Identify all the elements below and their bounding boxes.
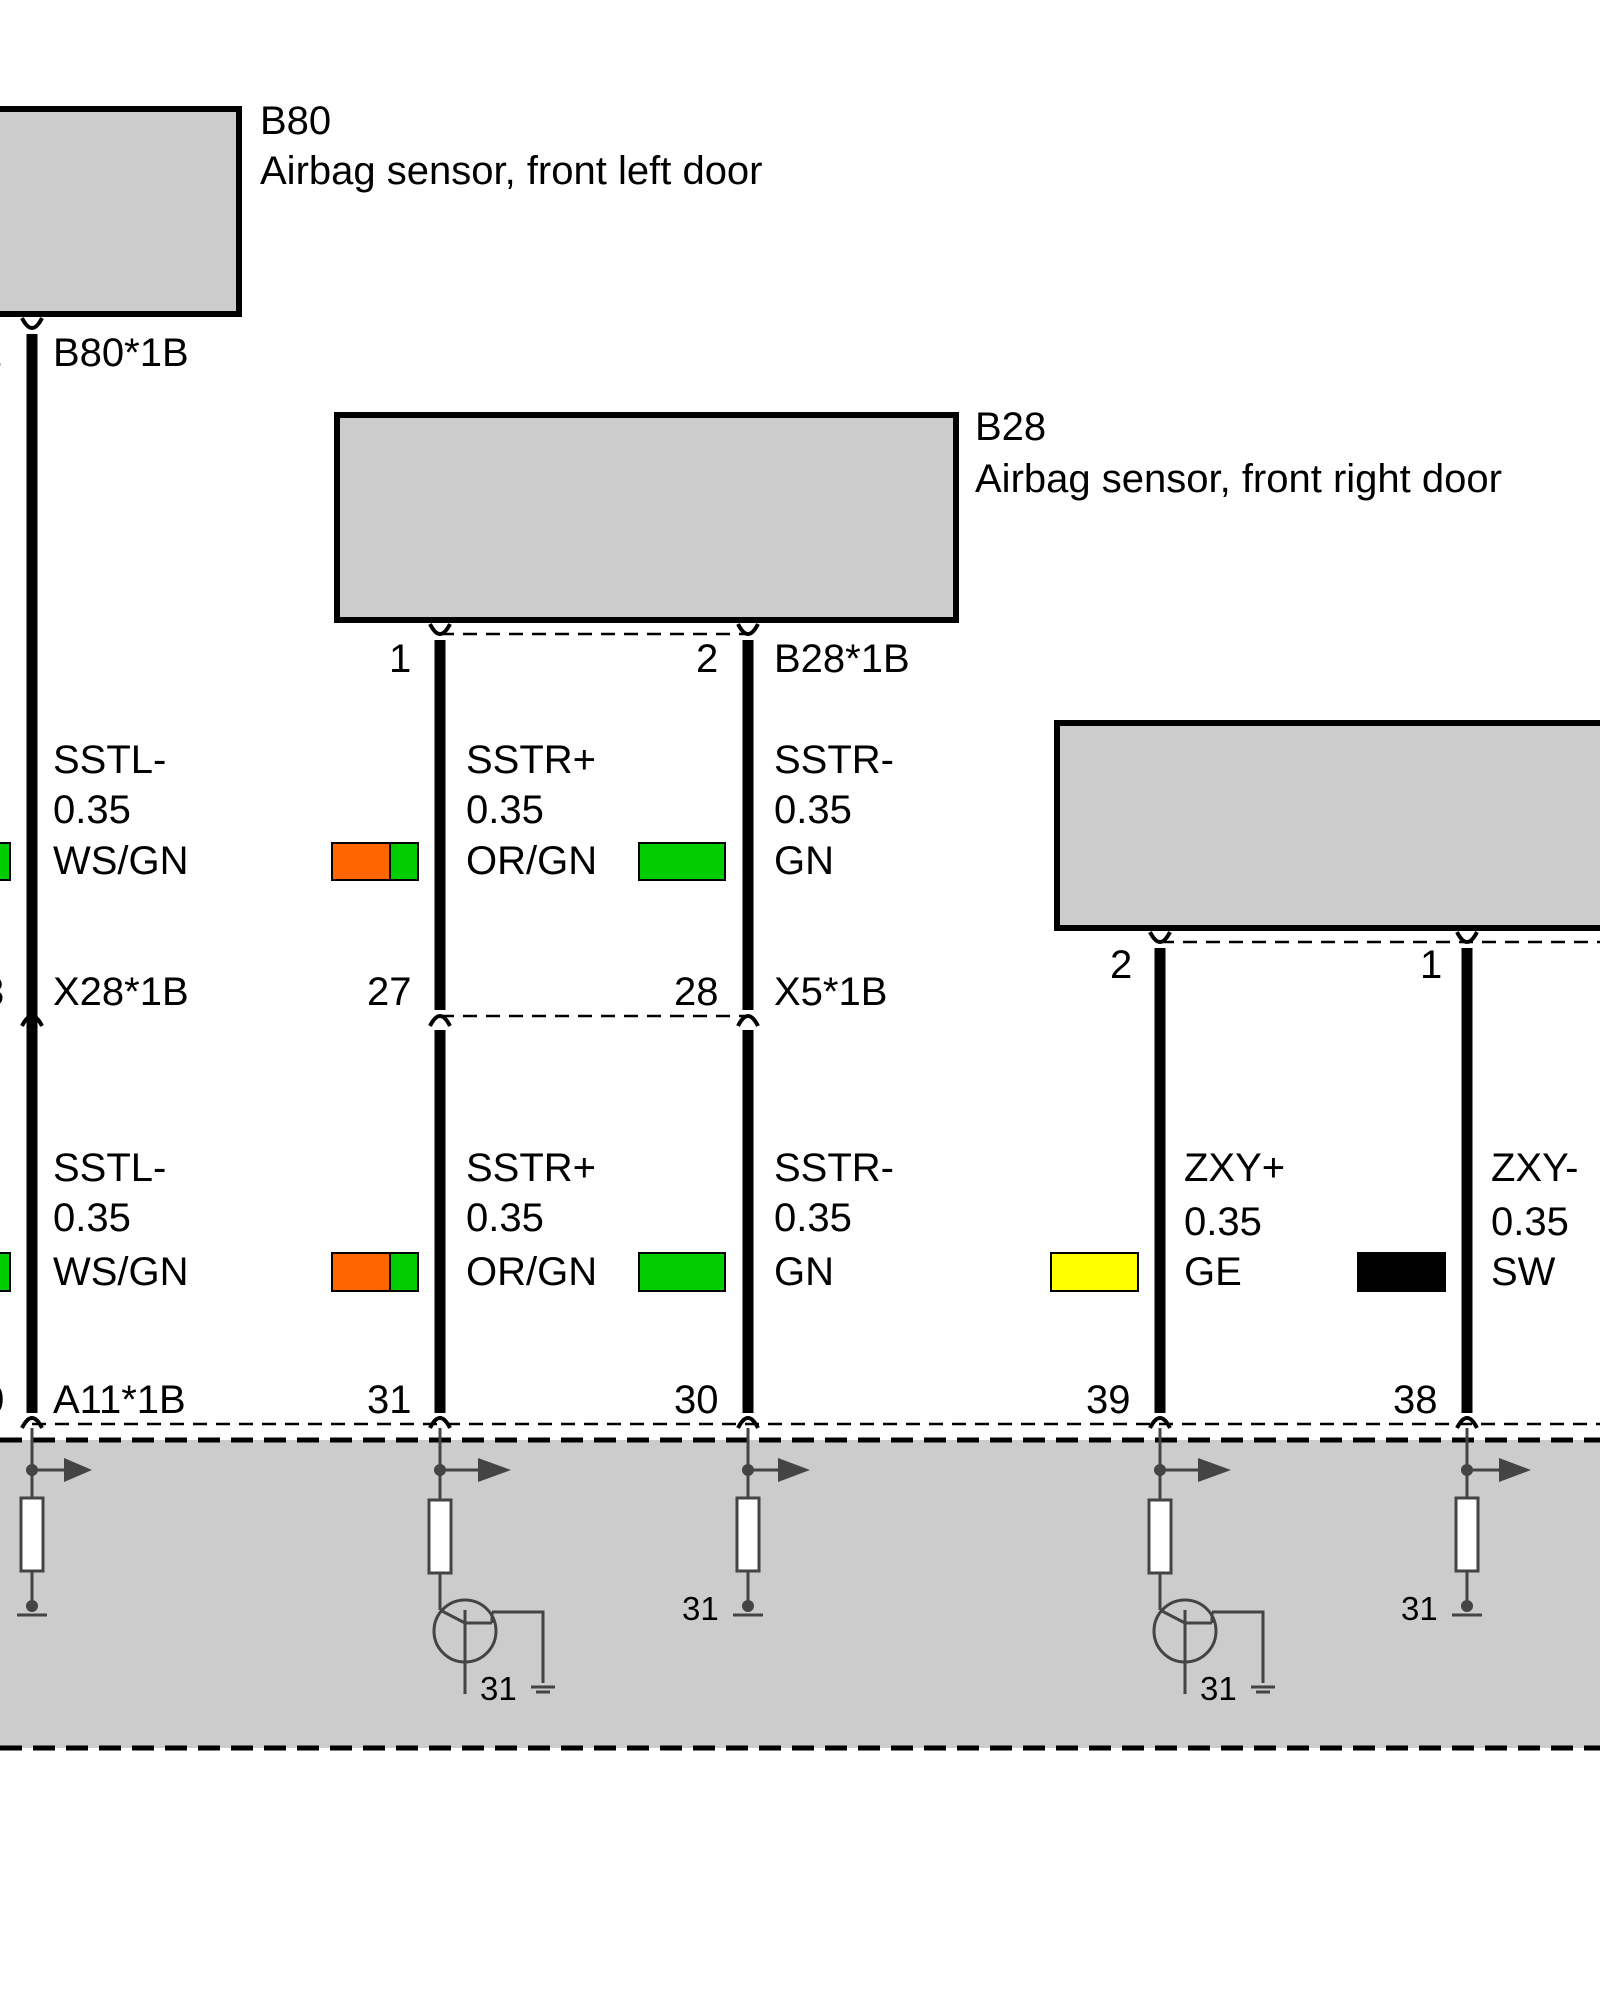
x5-pin-28-label: 28 — [674, 970, 719, 1014]
wire-color-code: WS/GN — [53, 1250, 189, 1294]
output-arrow-icon — [478, 1458, 511, 1482]
wire-signal: SSTL- — [53, 1146, 166, 1190]
swatch-lower-sstr-minus — [638, 1252, 726, 1292]
wire-signal: ZXY- — [1491, 1146, 1578, 1190]
b28-pin-1-label: 1 — [389, 637, 411, 681]
b80-pin-label: 2 — [0, 331, 2, 375]
x28-pin-label: 3 — [0, 970, 4, 1014]
wire-signal: SSTR- — [774, 738, 894, 782]
right-device-box — [1054, 720, 1600, 931]
right-device-pin-2-label: 2 — [1110, 943, 1132, 987]
swatch-lower-sstr-plus-a — [331, 1252, 391, 1292]
wire-color-code: GE — [1184, 1250, 1242, 1294]
x5-pin-27-label: 27 — [367, 970, 412, 1014]
wire-gauge: 0.35 — [53, 788, 131, 832]
x5-connector-label: X5*1B — [774, 970, 887, 1014]
output-arrow-icon — [778, 1458, 810, 1482]
lower-wire-sstl: SSTL- 0.35 WS/GN — [53, 1146, 189, 1294]
wire-color-code: OR/GN — [466, 839, 597, 883]
swatch-upper-sstr-minus — [638, 842, 726, 881]
wire-color-code: GN — [774, 839, 834, 883]
upper-wire-sstr-plus: SSTR+ 0.35 OR/GN — [466, 738, 597, 883]
swatch-lower-zxy-plus — [1050, 1252, 1139, 1292]
lower-wire-sstr-plus: SSTR+ 0.35 OR/GN — [466, 1146, 597, 1294]
wire-signal: SSTR- — [774, 1146, 894, 1190]
a11-pin-30-label: 30 — [674, 1378, 719, 1422]
b28-name: Airbag sensor, front right door — [975, 457, 1502, 501]
wire-color-code: GN — [774, 1250, 834, 1294]
swatch-lower-sstr-plus-b — [389, 1252, 419, 1292]
b28-sensor-box — [334, 412, 959, 623]
upper-wire-sstl: SSTL- 0.35 WS/GN — [53, 738, 189, 883]
wire-color-code: SW — [1491, 1250, 1556, 1294]
a11-pin-31-label: 31 — [367, 1378, 412, 1422]
wire-signal: SSTR+ — [466, 738, 596, 782]
lower-wire-zxy-plus: ZXY+ 0.35 GE — [1184, 1146, 1285, 1294]
wire-gauge: 0.35 — [466, 788, 544, 832]
swatch-lower-zxy-minus — [1357, 1252, 1446, 1292]
ground-label: 31 — [1200, 1670, 1237, 1707]
a11-connector-label: A11*1B — [53, 1378, 186, 1422]
wire-gauge: 0.35 — [53, 1196, 131, 1240]
ecu-circuit-zxy-minus — [1452, 1428, 1531, 1617]
ecu-circuit-sstr-plus — [427, 1428, 555, 1694]
a11-pin-38-label: 38 — [1393, 1378, 1438, 1422]
ecu-circuit-sstl — [17, 1428, 92, 1617]
b80-connector-label: B80*1B — [53, 331, 189, 375]
upper-wire-sstr-minus: SSTR- 0.35 GN — [774, 738, 894, 883]
wire-gauge: 0.35 — [466, 1196, 544, 1240]
x28-connector-label: X28*1B — [53, 970, 189, 1014]
output-arrow-icon — [1198, 1458, 1231, 1482]
b80-sensor-box — [0, 106, 242, 317]
swatch-upper-sstl — [0, 842, 11, 881]
lower-wire-sstr-minus: SSTR- 0.35 GN — [774, 1146, 894, 1294]
ecu-circuit-sstr-minus — [733, 1428, 810, 1617]
b80-name: Airbag sensor, front left door — [260, 149, 763, 193]
right-device-pin-1-label: 1 — [1420, 943, 1442, 987]
b80-code: B80 — [260, 99, 331, 143]
wire-color-code: OR/GN — [466, 1250, 597, 1294]
a11-pin-39-label: 39 — [1086, 1378, 1131, 1422]
wire-gauge: 0.35 — [774, 788, 852, 832]
ground-label: 31 — [480, 1670, 517, 1707]
swatch-upper-sstr-plus-a — [331, 842, 391, 881]
b28-connector-label: B28*1B — [774, 637, 910, 681]
b28-pin-2-label: 2 — [696, 637, 718, 681]
ground-label: 31 — [1401, 1590, 1438, 1627]
pin-terminals — [20, 317, 1479, 1429]
swatch-lower-sstl — [0, 1252, 11, 1292]
ground-label: 31 — [682, 1590, 719, 1627]
lower-wire-zxy-minus: ZXY- 0.35 SW — [1491, 1146, 1578, 1294]
swatch-upper-sstr-plus-b — [389, 842, 419, 881]
ecu-circuit-zxy-plus — [1147, 1428, 1275, 1694]
wire-gauge: 0.35 — [1491, 1200, 1569, 1244]
wire-signal: ZXY+ — [1184, 1146, 1285, 1190]
a11-pin-label: 0 — [0, 1378, 4, 1422]
wire-signal: SSTL- — [53, 738, 166, 782]
b28-code: B28 — [975, 405, 1046, 449]
wire-gauge: 0.35 — [774, 1196, 852, 1240]
output-arrow-icon — [1499, 1458, 1531, 1482]
output-arrow-icon — [64, 1458, 92, 1482]
wire-gauge: 0.35 — [1184, 1200, 1262, 1244]
wire-color-code: WS/GN — [53, 839, 189, 883]
control-unit-area — [0, 1440, 1600, 1748]
wire-signal: SSTR+ — [466, 1146, 596, 1190]
